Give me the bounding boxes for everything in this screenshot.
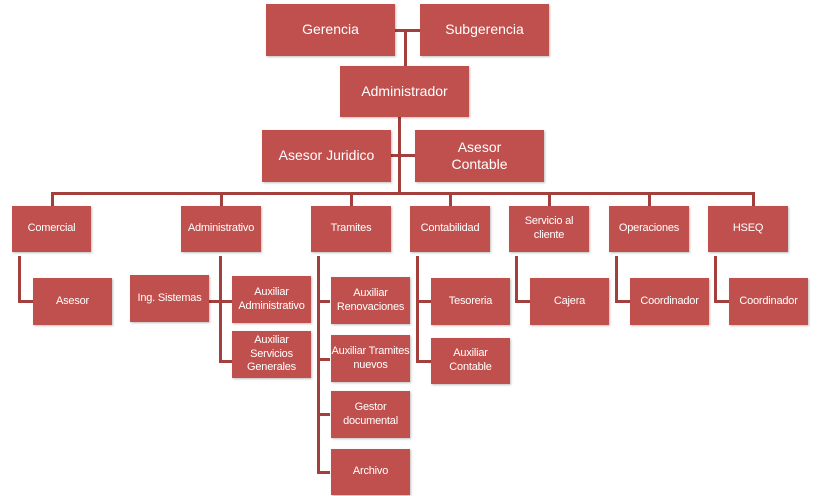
connector-coord-op [615, 300, 630, 303]
node-ing-sistemas: Ing. Sistemas [130, 275, 209, 322]
connector-comercial-h [18, 300, 33, 303]
node-gestor-documental: Gestor documental [331, 391, 410, 438]
connector-drop-tramites [350, 192, 353, 207]
node-dept-hseq: HSEQ [708, 206, 788, 252]
connector-gestor [317, 413, 330, 416]
node-label: Asesor Juridico [278, 147, 375, 164]
connector-hseq-v [714, 256, 717, 302]
node-dept-tramites: Tramites [311, 206, 391, 252]
node-subgerencia: Subgerencia [420, 4, 549, 56]
connector-to-administrador [404, 30, 407, 66]
connector-aux-renov [317, 300, 330, 303]
node-coordinador-operaciones: Coordinador [630, 278, 709, 325]
node-label: Operaciones [618, 222, 680, 235]
node-asesor-juridico: Asesor Juridico [262, 130, 391, 182]
node-label: Comercial [27, 222, 76, 235]
node-auxiliar-administrativo: Auxiliar Administrativo [232, 276, 311, 323]
node-dept-administrativo: Administrativo [181, 206, 261, 252]
node-label: Administrador [361, 82, 448, 99]
node-label: HSEQ [732, 222, 764, 235]
node-label: Ing. Sistemas [137, 291, 202, 304]
connector-aux-contable [416, 360, 431, 363]
connector-aux-servicios [219, 360, 232, 363]
connector-drop-administrativo [220, 192, 223, 207]
connector-coord-hseq [714, 300, 729, 303]
connector-departments-bus [51, 192, 755, 195]
connector-drop-operaciones [648, 192, 651, 207]
connector-archivo [317, 471, 330, 474]
connector-operaciones-v [615, 256, 618, 302]
node-auxiliar-renovaciones: Auxiliar Renovaciones [331, 277, 410, 324]
node-dept-comercial: Comercial [12, 206, 91, 252]
node-label: Auxiliar Contable [449, 347, 492, 373]
node-tesoreria: Tesoreria [431, 278, 510, 325]
connector-cajera [515, 300, 530, 303]
node-gerencia: Gerencia [266, 4, 395, 56]
node-label: Auxiliar Tramites nuevos [331, 344, 410, 371]
connector-drop-servicio [548, 192, 551, 207]
connector-ing-sistemas [209, 300, 232, 303]
connector-drop-hseq [752, 192, 755, 207]
node-auxiliar-contable: Auxiliar Contable [431, 338, 510, 384]
node-label: Auxiliar Administrativo [238, 285, 305, 312]
connector-servicio-v [515, 256, 518, 302]
node-label: Cajera [553, 294, 586, 307]
node-administrador: Administrador [340, 66, 469, 117]
node-asesor: Asesor [33, 278, 112, 325]
connector-asesores [390, 154, 415, 157]
node-label: Servicio al cliente [524, 215, 574, 241]
node-asesor-contable: Asesor Contable [415, 130, 544, 182]
connector-comercial-v [18, 256, 21, 302]
node-label: Archivo [352, 465, 389, 478]
node-cajera: Cajera [530, 278, 609, 325]
node-archivo: Archivo [331, 449, 410, 495]
node-label: Coordinador [640, 294, 699, 307]
node-label: Gestor documental [343, 400, 398, 427]
connector-contabilidad-v [416, 256, 419, 362]
connector-aux-tram [317, 358, 330, 361]
connector-drop-comercial [51, 192, 54, 207]
node-label: Tesoreria [448, 294, 493, 307]
node-label: Auxiliar Servicios Generales [247, 333, 296, 374]
node-auxiliar-servicios-generales: Auxiliar Servicios Generales [232, 331, 311, 378]
node-label: Gerencia [302, 21, 359, 38]
node-label: Coordinador [739, 294, 798, 307]
node-label: Subgerencia [445, 21, 524, 38]
connector-tesoreria [416, 300, 431, 303]
node-dept-contabilidad: Contabilidad [410, 206, 490, 252]
node-label: Asesor Contable [451, 138, 508, 173]
connector-tramites-v [317, 256, 320, 473]
connector-gerencia-subgerencia [395, 29, 420, 32]
node-label: Auxiliar Renovaciones [336, 286, 405, 313]
node-label: Asesor [55, 294, 90, 307]
connector-administrativo-v [219, 256, 222, 362]
connector-drop-contabilidad [449, 192, 452, 207]
node-auxiliar-tramites-nuevos: Auxiliar Tramites nuevos [331, 335, 410, 382]
node-coordinador-hseq: Coordinador [729, 278, 808, 325]
node-label: Administrativo [187, 222, 255, 235]
node-dept-operaciones: Operaciones [609, 206, 689, 252]
node-label: Tramites [330, 222, 372, 235]
node-label: Contabilidad [420, 222, 480, 235]
node-dept-servicio-cliente: Servicio al cliente [509, 206, 589, 252]
